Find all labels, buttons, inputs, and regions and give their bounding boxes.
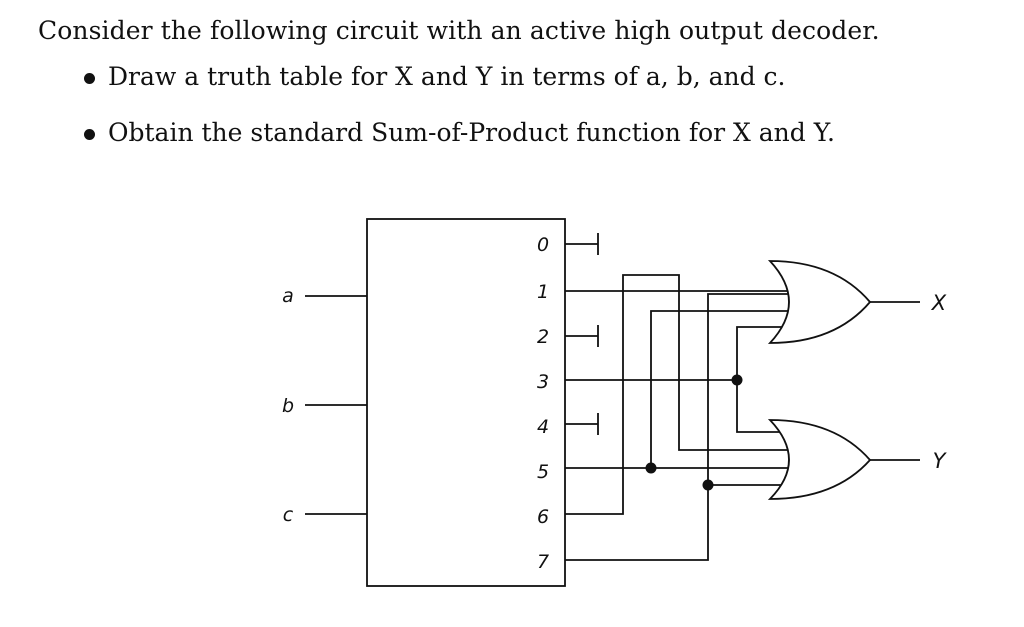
input-label-b: b: [282, 395, 294, 417]
input-label-c: c: [283, 504, 294, 526]
input-label-a: a: [282, 285, 294, 307]
or-gate-x: [767, 260, 872, 344]
junction-dot-icon: [731, 374, 743, 386]
decoder-output-label-0: 0: [537, 234, 549, 256]
unused-output-4: [565, 413, 599, 435]
decoder-output-label-4: 4: [537, 416, 549, 438]
wire-output-3-to-y: [736, 380, 788, 433]
question-text: Consider the following circuit with an a…: [38, 14, 998, 150]
decoder-output-label-7: 7: [537, 551, 549, 573]
wire-output-5-to-x: [650, 310, 789, 468]
unused-output-0: [565, 233, 599, 255]
bullet-truth-table: Draw a truth table for X and Y in terms …: [38, 60, 998, 94]
wire-output-7-to-y: [565, 484, 790, 561]
junction-dot-icon: [702, 479, 714, 491]
or-gate-y: [767, 419, 872, 500]
unused-output-2: [565, 325, 599, 347]
bullet-dot-icon: [84, 73, 95, 84]
decoder-block: [366, 218, 566, 587]
bullet-sop-text: Obtain the standard Sum-of-Product funct…: [108, 118, 835, 147]
output-label-y: Y: [933, 449, 948, 473]
decoder-output-label-3: 3: [537, 371, 549, 393]
decoder-output-label-6: 6: [537, 506, 549, 528]
decoder-output-label-2: 2: [537, 326, 549, 348]
bullet-sop: Obtain the standard Sum-of-Product funct…: [38, 116, 998, 150]
wire-output-3-to-x: [736, 326, 785, 380]
output-label-x: X: [931, 291, 947, 315]
bullet-dot-icon: [84, 129, 95, 140]
decoder-output-label-5: 5: [537, 461, 549, 483]
wire-output-7-to-x: [707, 293, 790, 485]
question-bullets: Draw a truth table for X and Y in terms …: [38, 60, 998, 150]
decoder-output-label-1: 1: [537, 281, 549, 303]
junction-dot-icon: [645, 462, 657, 474]
wire-output-6-to-y: [565, 274, 791, 515]
question-intro: Consider the following circuit with an a…: [38, 16, 880, 45]
bullet-truth-table-text: Draw a truth table for X and Y in terms …: [108, 62, 786, 91]
